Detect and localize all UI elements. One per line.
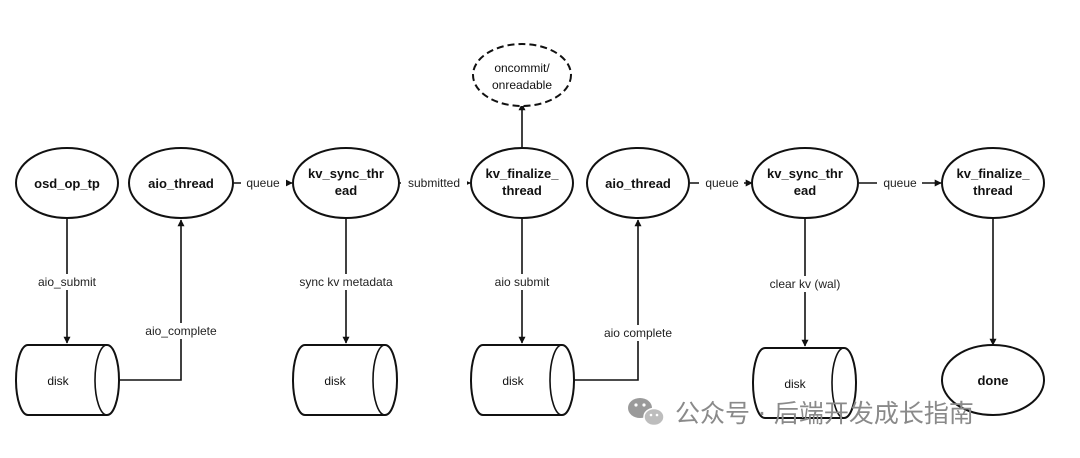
svg-text:ead: ead xyxy=(794,183,816,198)
node-aio-thread-1: aio_thread xyxy=(128,147,234,219)
svg-text:kv_sync_thr: kv_sync_thr xyxy=(308,166,384,181)
svg-text:aio submit: aio submit xyxy=(495,275,550,289)
edge-label-aio-submit-2: aio submit xyxy=(485,274,559,290)
svg-text:kv_finalize_: kv_finalize_ xyxy=(486,166,560,181)
edge-label-aio-complete-1: aio_complete xyxy=(135,323,227,339)
edge-aio-complete-2 xyxy=(574,219,642,381)
svg-text:disk: disk xyxy=(324,374,346,388)
svg-text:aio complete: aio complete xyxy=(604,326,672,340)
edge-label-clear-kv: clear kv (wal) xyxy=(761,276,849,292)
node-oncommit-onreadable: oncommit/ onreadable xyxy=(472,43,572,107)
disk-4: disk xyxy=(752,347,857,419)
svg-text:sync kv metadata: sync kv metadata xyxy=(299,275,393,289)
svg-text:submitted: submitted xyxy=(408,176,460,190)
svg-text:disk: disk xyxy=(47,374,69,388)
svg-text:aio_submit: aio_submit xyxy=(38,275,97,289)
svg-text:disk: disk xyxy=(784,377,806,391)
svg-text:aio_thread: aio_thread xyxy=(148,176,214,191)
edge-label-sync-kv-metadata: sync kv metadata xyxy=(287,274,405,290)
watermark-text: 公众号 · 后端开发成长指南 xyxy=(675,399,974,428)
svg-text:disk: disk xyxy=(502,374,524,388)
edge-label-queue-3: queue xyxy=(877,175,922,191)
disk-3: disk xyxy=(470,344,575,416)
node-osd-op-tp: osd_op_tp xyxy=(15,147,119,219)
node-kv-sync-thread-2: kv_sync_thr ead xyxy=(751,147,859,219)
edge-label-queue-1: queue xyxy=(241,175,286,191)
svg-text:queue: queue xyxy=(883,176,917,190)
edge-label-aio-complete-2: aio complete xyxy=(595,325,681,341)
edge-label-aio-submit-1: aio_submit xyxy=(27,274,107,290)
svg-text:clear kv (wal): clear kv (wal) xyxy=(770,277,841,291)
node-kv-sync-thread-1: kv_sync_thr ead xyxy=(292,147,400,219)
svg-text:done: done xyxy=(977,373,1008,388)
disk-2: disk xyxy=(292,344,398,416)
svg-text:aio_thread: aio_thread xyxy=(605,176,671,191)
disk-1: disk xyxy=(15,344,120,416)
svg-text:thread: thread xyxy=(502,183,542,198)
svg-text:oncommit/: oncommit/ xyxy=(494,61,550,75)
node-kv-finalize-thread-1: kv_finalize_ thread xyxy=(470,147,574,219)
svg-text:aio_complete: aio_complete xyxy=(145,324,217,338)
edge-aio-complete-1 xyxy=(119,219,185,381)
svg-text:kv_finalize_: kv_finalize_ xyxy=(957,166,1031,181)
node-aio-thread-2: aio_thread xyxy=(586,147,690,219)
svg-text:osd_op_tp: osd_op_tp xyxy=(34,176,100,191)
node-done: done xyxy=(941,344,1045,416)
svg-text:thread: thread xyxy=(973,183,1013,198)
svg-text:queue: queue xyxy=(246,176,280,190)
svg-text:queue: queue xyxy=(705,176,739,190)
svg-text:ead: ead xyxy=(335,183,357,198)
svg-text:onreadable: onreadable xyxy=(492,78,552,92)
edge-label-queue-2: queue xyxy=(699,175,744,191)
svg-text:kv_sync_thr: kv_sync_thr xyxy=(767,166,843,181)
node-kv-finalize-thread-2: kv_finalize_ thread xyxy=(941,147,1045,219)
wechat-icon xyxy=(628,398,665,427)
watermark: 公众号 · 后端开发成长指南 xyxy=(628,398,974,428)
edge-label-submitted: submitted xyxy=(401,175,467,191)
